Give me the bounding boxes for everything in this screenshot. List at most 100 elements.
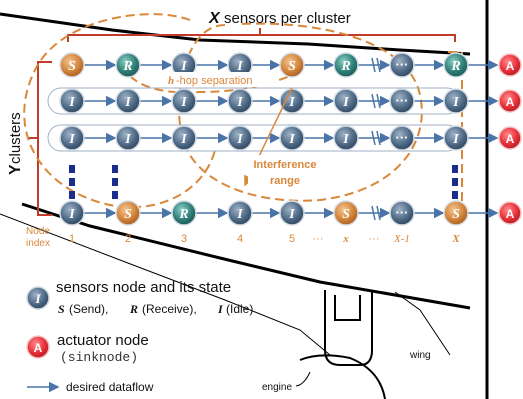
- node-state-label: I: [288, 207, 295, 222]
- wing-label: wing: [409, 350, 431, 361]
- sensor-node: ···: [389, 125, 415, 151]
- interference-range-outlines: [23, 13, 463, 216]
- node-index-title-line1: Node: [26, 226, 50, 237]
- legend-actuator-sub: (sinknode): [60, 350, 138, 365]
- node-circle: [443, 52, 469, 78]
- actuator-node: A: [498, 53, 522, 77]
- legend-sensor-icon: I: [26, 286, 50, 310]
- sensor-node: I: [279, 88, 305, 114]
- sensor-node: I: [115, 125, 141, 151]
- node-circle: [115, 88, 141, 114]
- actuator-label: A: [506, 207, 515, 221]
- node-circle: [59, 88, 85, 114]
- legend: I sensors node and its state S (Send), R…: [26, 279, 253, 394]
- node-state-label: S: [68, 59, 76, 74]
- sensor-node: R: [115, 52, 141, 78]
- legend-dataflow-label: desired dataflow: [66, 380, 154, 394]
- actuator-label: A: [506, 132, 515, 146]
- x-label: sensors per cluster: [224, 10, 351, 27]
- node-index-label: 5: [289, 233, 295, 245]
- engine-body: [324, 290, 373, 366]
- node-state-label: I: [124, 95, 131, 110]
- node-circle: [171, 200, 197, 226]
- y-clusters-label: Y clusters: [7, 112, 24, 175]
- hop-separation-label: h -hop separation: [161, 72, 276, 87]
- node-state-label: I: [68, 132, 75, 147]
- legend-state-idle: (Idle): [226, 302, 253, 316]
- node-circle: [59, 125, 85, 151]
- node-state-label: I: [452, 95, 459, 110]
- node-state-label: I: [288, 132, 295, 147]
- engine-nacelle: [334, 295, 361, 321]
- node-circle: [333, 88, 359, 114]
- cluster-brackets: [28, 28, 456, 216]
- svg-text:A: A: [34, 341, 43, 355]
- actuator-circle: [498, 126, 522, 150]
- sensor-node: S: [443, 200, 469, 226]
- sensor-node: S: [279, 52, 305, 78]
- sensor-node: I: [227, 125, 253, 151]
- svg-text:Y: Y: [7, 164, 24, 175]
- actuator-label: A: [506, 59, 515, 73]
- node-circle: [279, 200, 305, 226]
- node-index-label: 1: [69, 233, 75, 245]
- node-circle: [115, 200, 141, 226]
- node-circle: [333, 52, 359, 78]
- node-circle: [59, 52, 85, 78]
- sensor-node: I: [279, 125, 305, 151]
- actuator-node: A: [498, 126, 522, 150]
- sensor-node: I: [279, 200, 305, 226]
- svg-text:range: range: [270, 175, 300, 187]
- sensor-node: I: [333, 88, 359, 114]
- node-state-label: S: [288, 59, 296, 74]
- node-state-label: I: [180, 132, 187, 147]
- node-index-title-line2: index: [26, 238, 50, 249]
- dataflow-arrows: [84, 59, 499, 219]
- sensor-node: I: [443, 125, 469, 151]
- node-state-label: ···: [396, 57, 409, 72]
- chain-break: [371, 205, 381, 221]
- node-circle: [333, 125, 359, 151]
- svg-text:-hop separation: -hop separation: [176, 75, 252, 87]
- node-index-label: 3: [181, 233, 187, 245]
- actuator-label: A: [506, 95, 515, 109]
- node-state-label: I: [180, 95, 187, 110]
- sensor-node: I: [171, 125, 197, 151]
- sensor-node: I: [171, 52, 197, 78]
- interference-range-center: [178, 22, 423, 202]
- engine-label: engine: [262, 382, 292, 393]
- chain-break: [371, 93, 381, 109]
- node-state-label: ···: [396, 93, 409, 108]
- node-circle: [227, 125, 253, 151]
- sensor-node: R: [443, 52, 469, 78]
- node-index-label: 2: [125, 233, 131, 245]
- node-state-label: I: [236, 132, 243, 147]
- node-circle: [227, 88, 253, 114]
- fuselage-top-line: [0, 12, 471, 56]
- node-circle: [443, 88, 469, 114]
- sensor-node: I: [171, 88, 197, 114]
- vertical-ellipsis-marks: [69, 165, 458, 199]
- sensor-node: I: [227, 200, 253, 226]
- node-index-label: X-1: [393, 233, 410, 245]
- legend-actuator-icon: A: [26, 335, 50, 359]
- sensor-node: I: [443, 88, 469, 114]
- node-circle: [227, 200, 253, 226]
- node-state-label: I: [342, 132, 349, 147]
- legend-state-receive-letter: R: [129, 302, 138, 316]
- node-state-label: ···: [396, 205, 409, 220]
- actuator-node: A: [498, 89, 522, 113]
- node-index-label: ···: [369, 233, 380, 245]
- sensor-node: ···: [389, 200, 415, 226]
- sensor-node: I: [227, 88, 253, 114]
- node-circle: [279, 125, 305, 151]
- actuator-column: A A A A: [498, 53, 522, 225]
- chain-break: [371, 130, 381, 146]
- node-circle: [389, 200, 415, 226]
- svg-text:clusters: clusters: [7, 112, 24, 164]
- legend-sensor-title: sensors node and its state: [56, 279, 231, 296]
- node-state-label: S: [452, 207, 460, 222]
